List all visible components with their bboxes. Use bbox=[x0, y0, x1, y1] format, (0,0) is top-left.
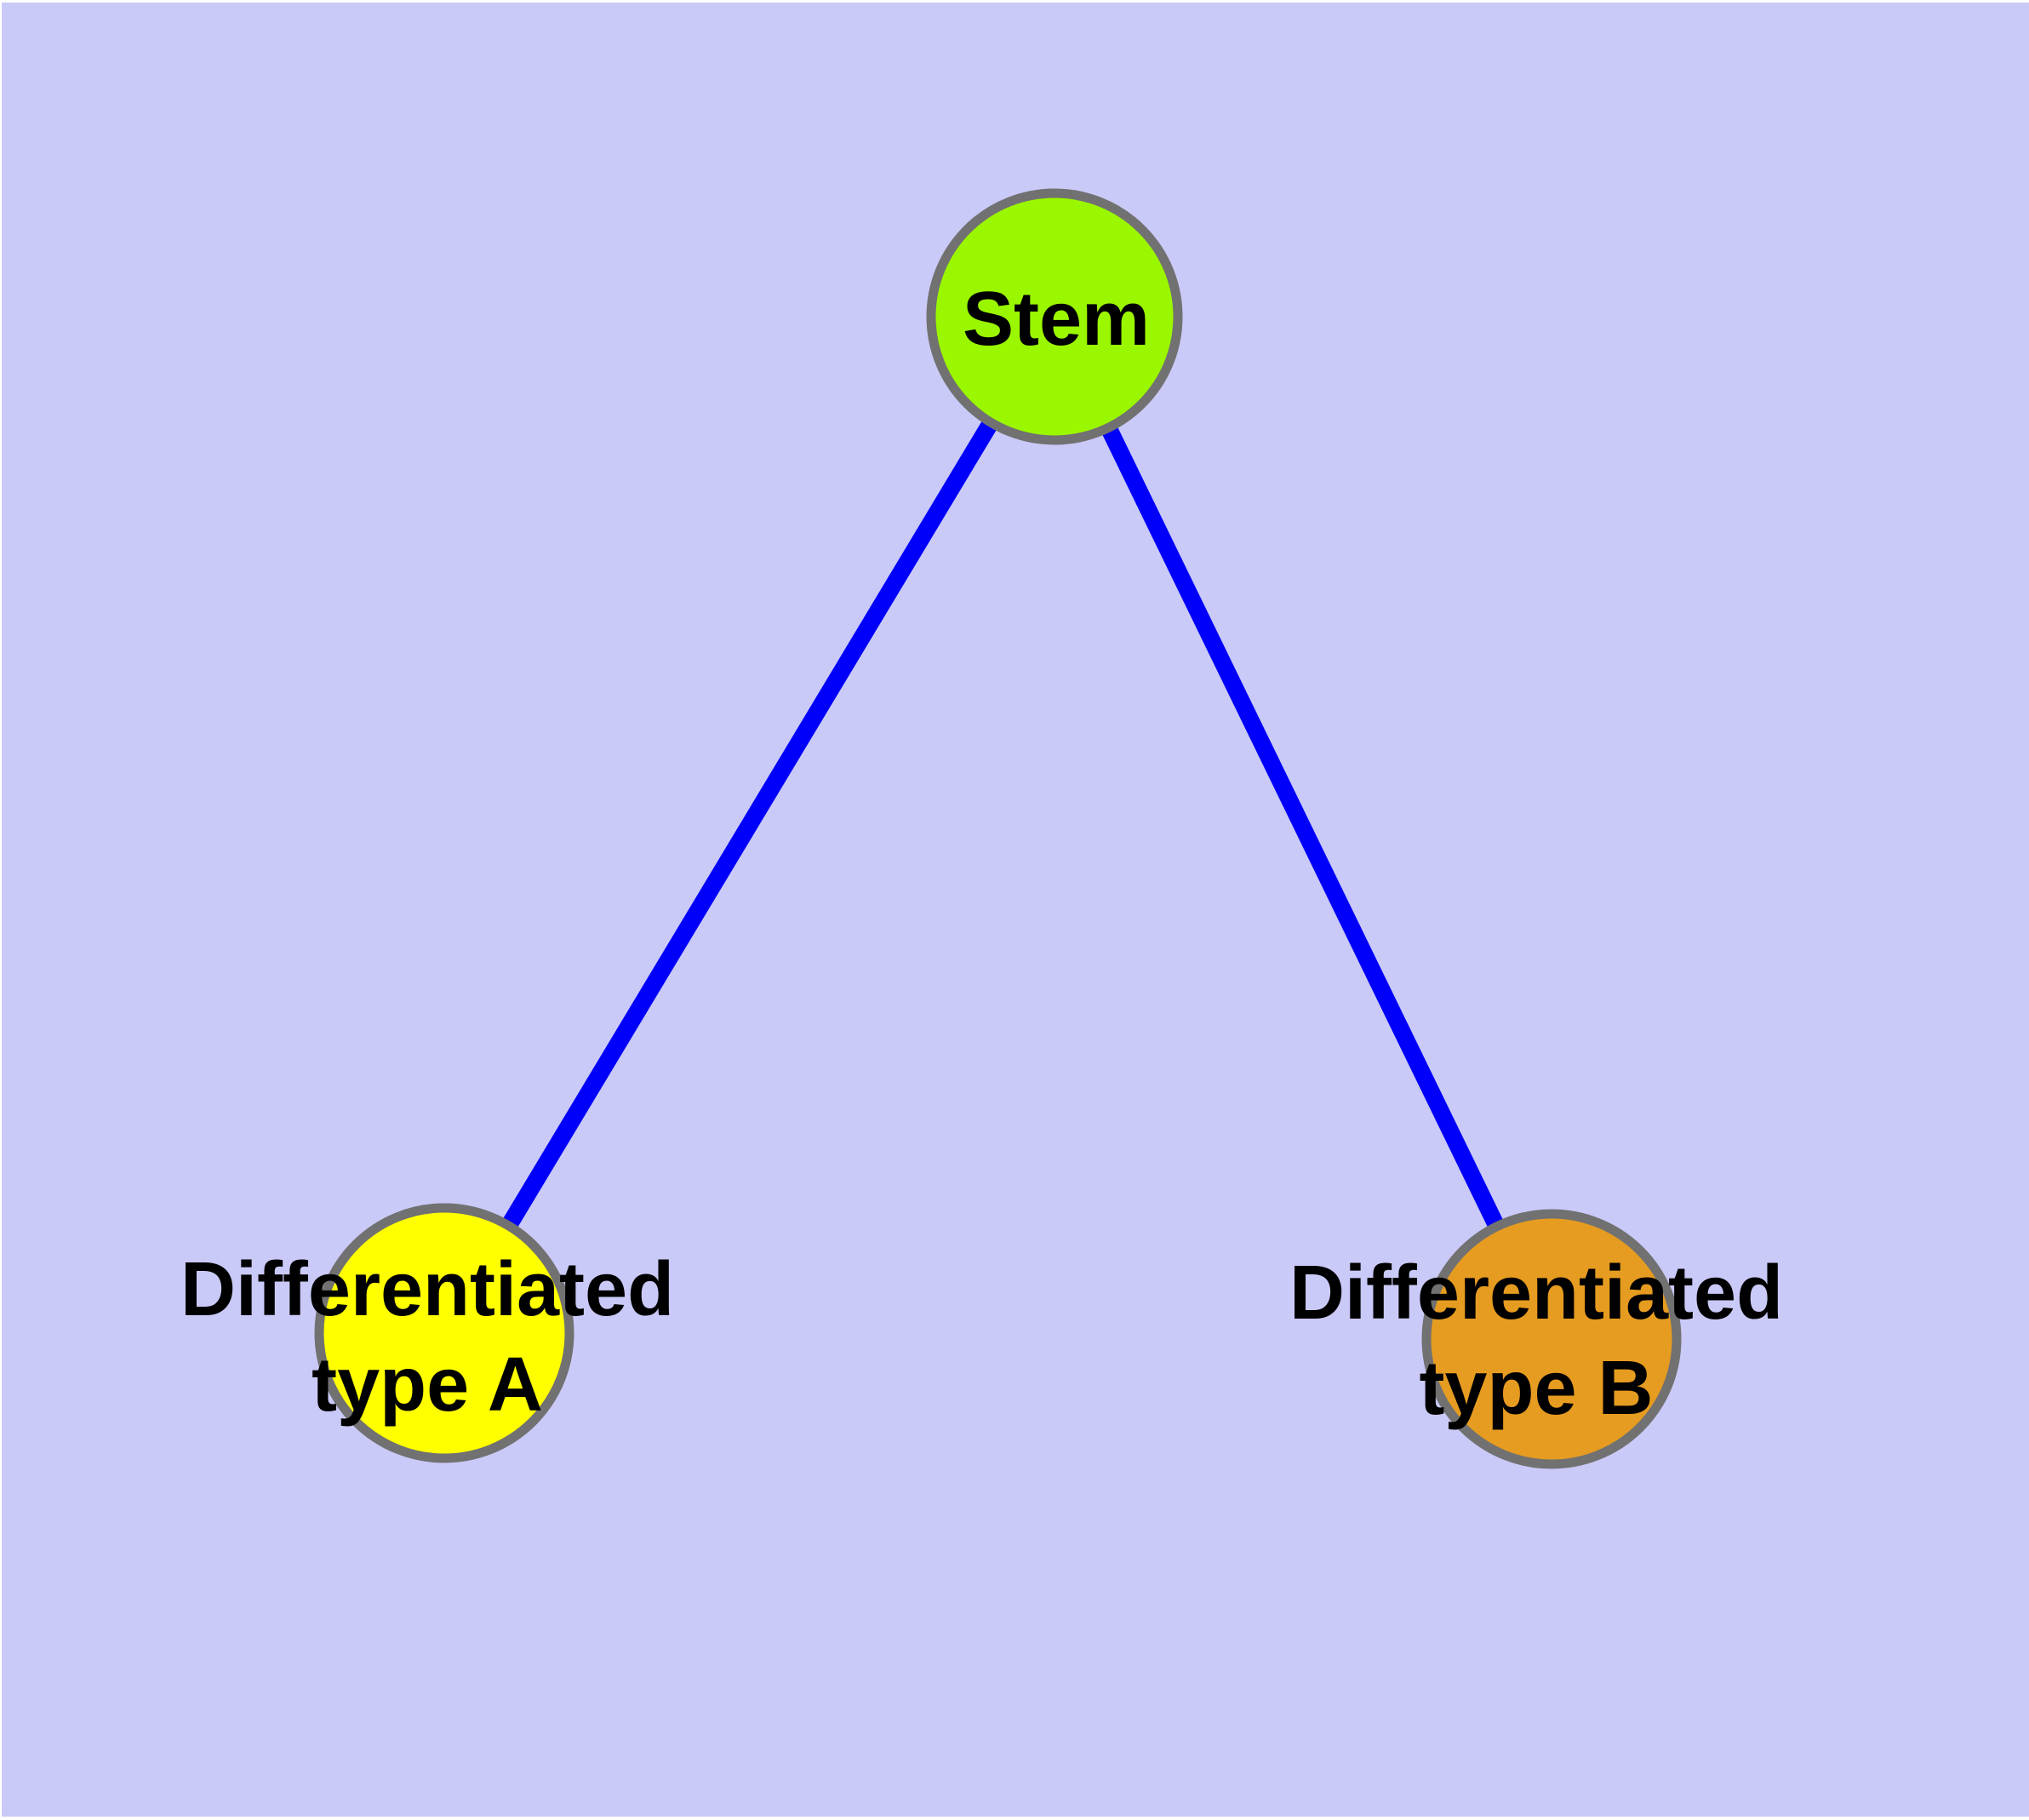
node-layer bbox=[314, 188, 1682, 1469]
edge-stem-to-differentiated-type-b bbox=[1047, 312, 1559, 1343]
edge-layer bbox=[437, 312, 1559, 1343]
node-differentiated-type-a bbox=[314, 1203, 574, 1463]
node-differentiated-type-b bbox=[1421, 1209, 1682, 1469]
node-stem bbox=[926, 188, 1183, 445]
graph-svg bbox=[2, 3, 2029, 1817]
edge-stem-to-differentiated-type-a bbox=[437, 312, 1062, 1338]
